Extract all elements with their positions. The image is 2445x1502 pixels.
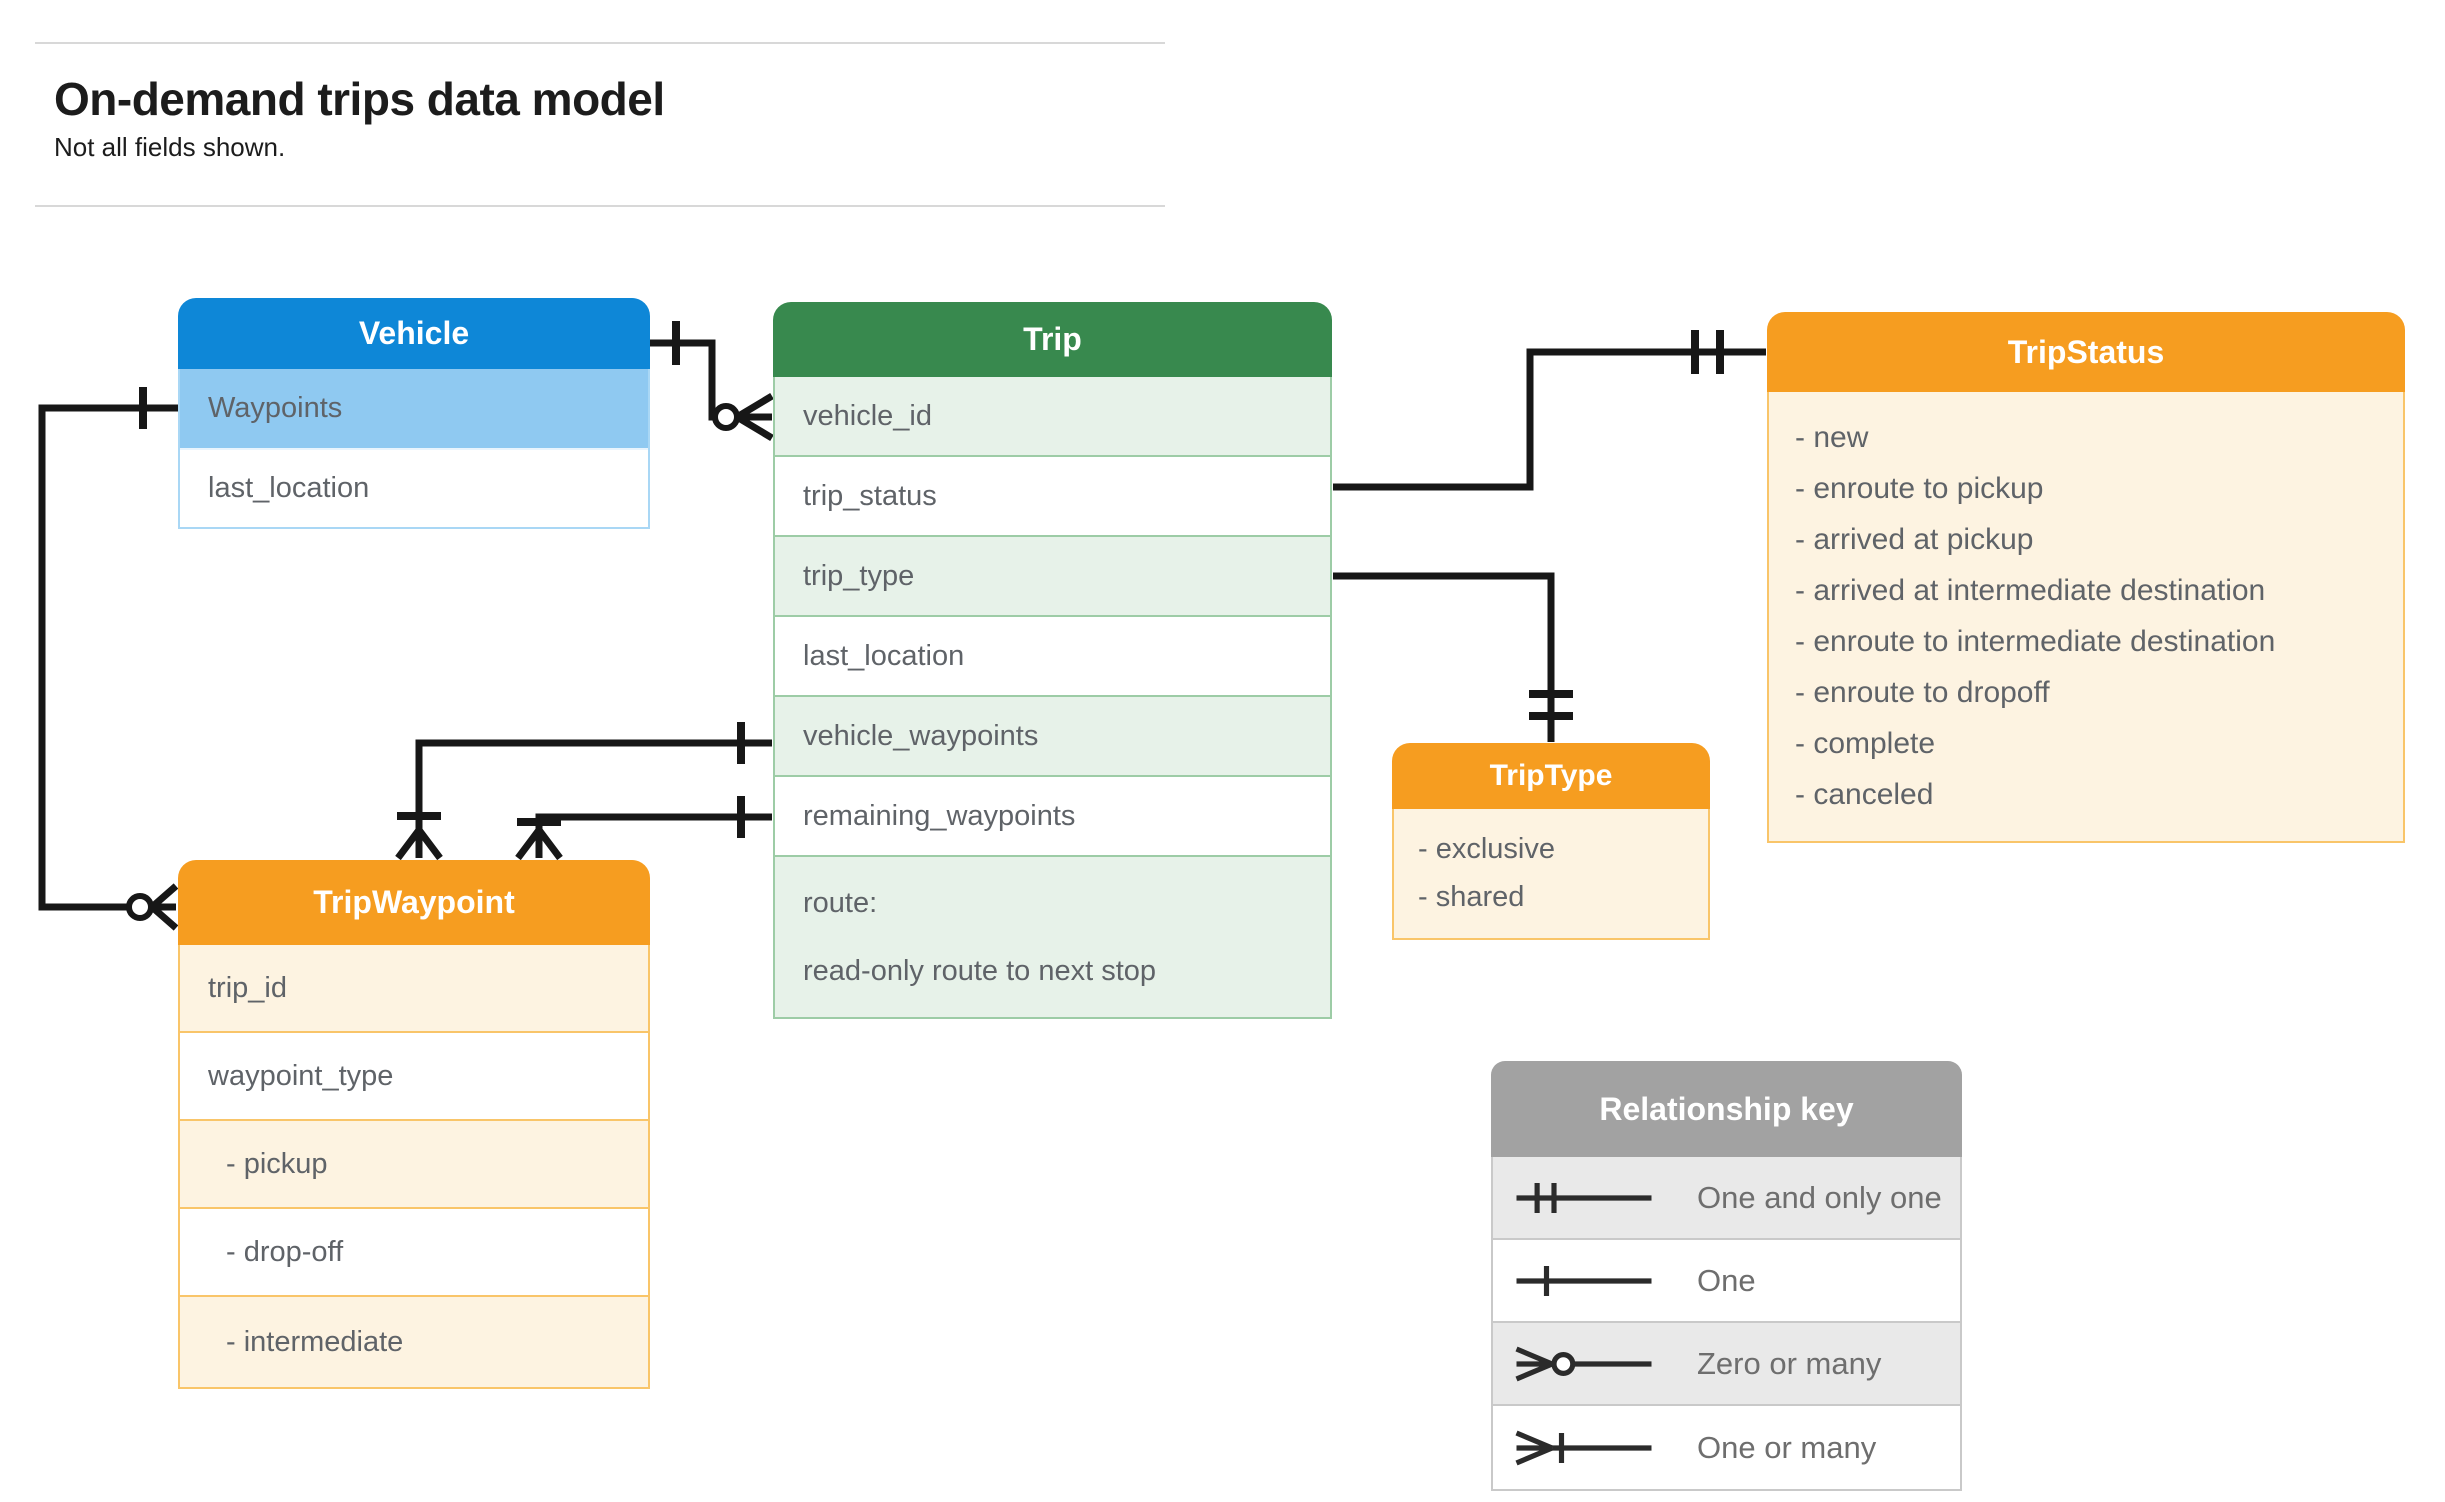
triptype-table-header: TripType [1392,743,1710,809]
table-row: - drop-off [180,1209,648,1297]
relationship-key-header: Relationship key [1491,1061,1962,1157]
crow-foot-icon [735,392,774,442]
zero-circle-icon [712,403,740,431]
tripstatus-table: TripStatus - new - enroute to pickup - a… [1767,312,2405,843]
legend-row: One or many [1493,1406,1960,1489]
connector-triptype [1333,572,1573,742]
table-row: vehicle_id [775,377,1330,457]
table-row: remaining_waypoints [775,777,1330,857]
legend-row: One and only one [1493,1157,1960,1240]
page-subtitle: Not all fields shown. [54,132,286,162]
vehicle-table-header: Vehicle [178,298,650,369]
connector-tripstatus [1333,330,1766,491]
list-item: - arrived at intermediate destination [1795,574,2266,607]
relationship-key: Relationship key One and only one One Ze… [1491,1061,1962,1491]
list-item: - new [1795,421,1869,454]
triptype-table: TripType - exclusive - shared [1392,743,1710,940]
zero-circle-icon [126,893,154,921]
table-row: trip_status [775,457,1330,537]
table-row: trip_type [775,537,1330,617]
list-item: - arrived at pickup [1795,523,2034,556]
table-row: Waypoints [180,369,648,450]
table-row: waypoint_type [180,1033,648,1121]
connector-vehicle-waypoints-to-tripwaypoint [38,387,179,931]
table-row: - intermediate [180,1297,648,1387]
table-row: - pickup [180,1121,648,1209]
list-item: - shared [1418,881,1525,913]
list-item: - exclusive [1418,833,1555,865]
connector-vehicle-waypoints-field [395,722,772,861]
connector-vehicle-to-trip [648,321,774,442]
list-item: - enroute to intermediate destination [1795,625,2276,658]
divider-bottom [35,205,1165,207]
list-item: - complete [1795,727,1936,760]
list-item: - enroute to dropoff [1795,676,2050,709]
tripwaypoint-table-header: TripWaypoint [178,860,650,945]
table-row: last_location [180,450,648,527]
trip-table: Trip vehicle_id trip_status trip_type la… [773,302,1332,1019]
table-row-route: route: read-only route to next stop [775,857,1330,1017]
table-row: last_location [775,617,1330,697]
table-row: trip_id [180,945,648,1033]
zero-or-many-icon [1515,1346,1652,1381]
tripstatus-value-list: - new - enroute to pickup - arrived at p… [1767,392,2405,843]
crow-foot-icon [395,827,443,861]
trip-table-header: Trip [773,302,1332,377]
divider-top [35,42,1165,44]
one-and-only-one-icon [1516,1182,1652,1213]
one-icon [1516,1265,1652,1296]
list-item: - enroute to pickup [1795,472,2044,505]
crow-foot-icon [515,827,563,861]
tripstatus-table-header: TripStatus [1767,312,2405,392]
table-row: vehicle_waypoints [775,697,1330,777]
list-item: - canceled [1795,778,1934,811]
legend-row: Zero or many [1493,1323,1960,1406]
vehicle-table: Vehicle Waypoints last_location [178,298,650,529]
tripwaypoint-table: TripWaypoint trip_id waypoint_type - pic… [178,860,650,1389]
connector-remaining-waypoints-field [515,796,772,861]
triptype-value-list: - exclusive - shared [1392,809,1710,940]
page-title: On-demand trips data model [54,73,665,125]
legend-row: One [1493,1240,1960,1323]
one-or-many-icon [1515,1430,1652,1465]
crow-foot-icon [149,883,179,931]
